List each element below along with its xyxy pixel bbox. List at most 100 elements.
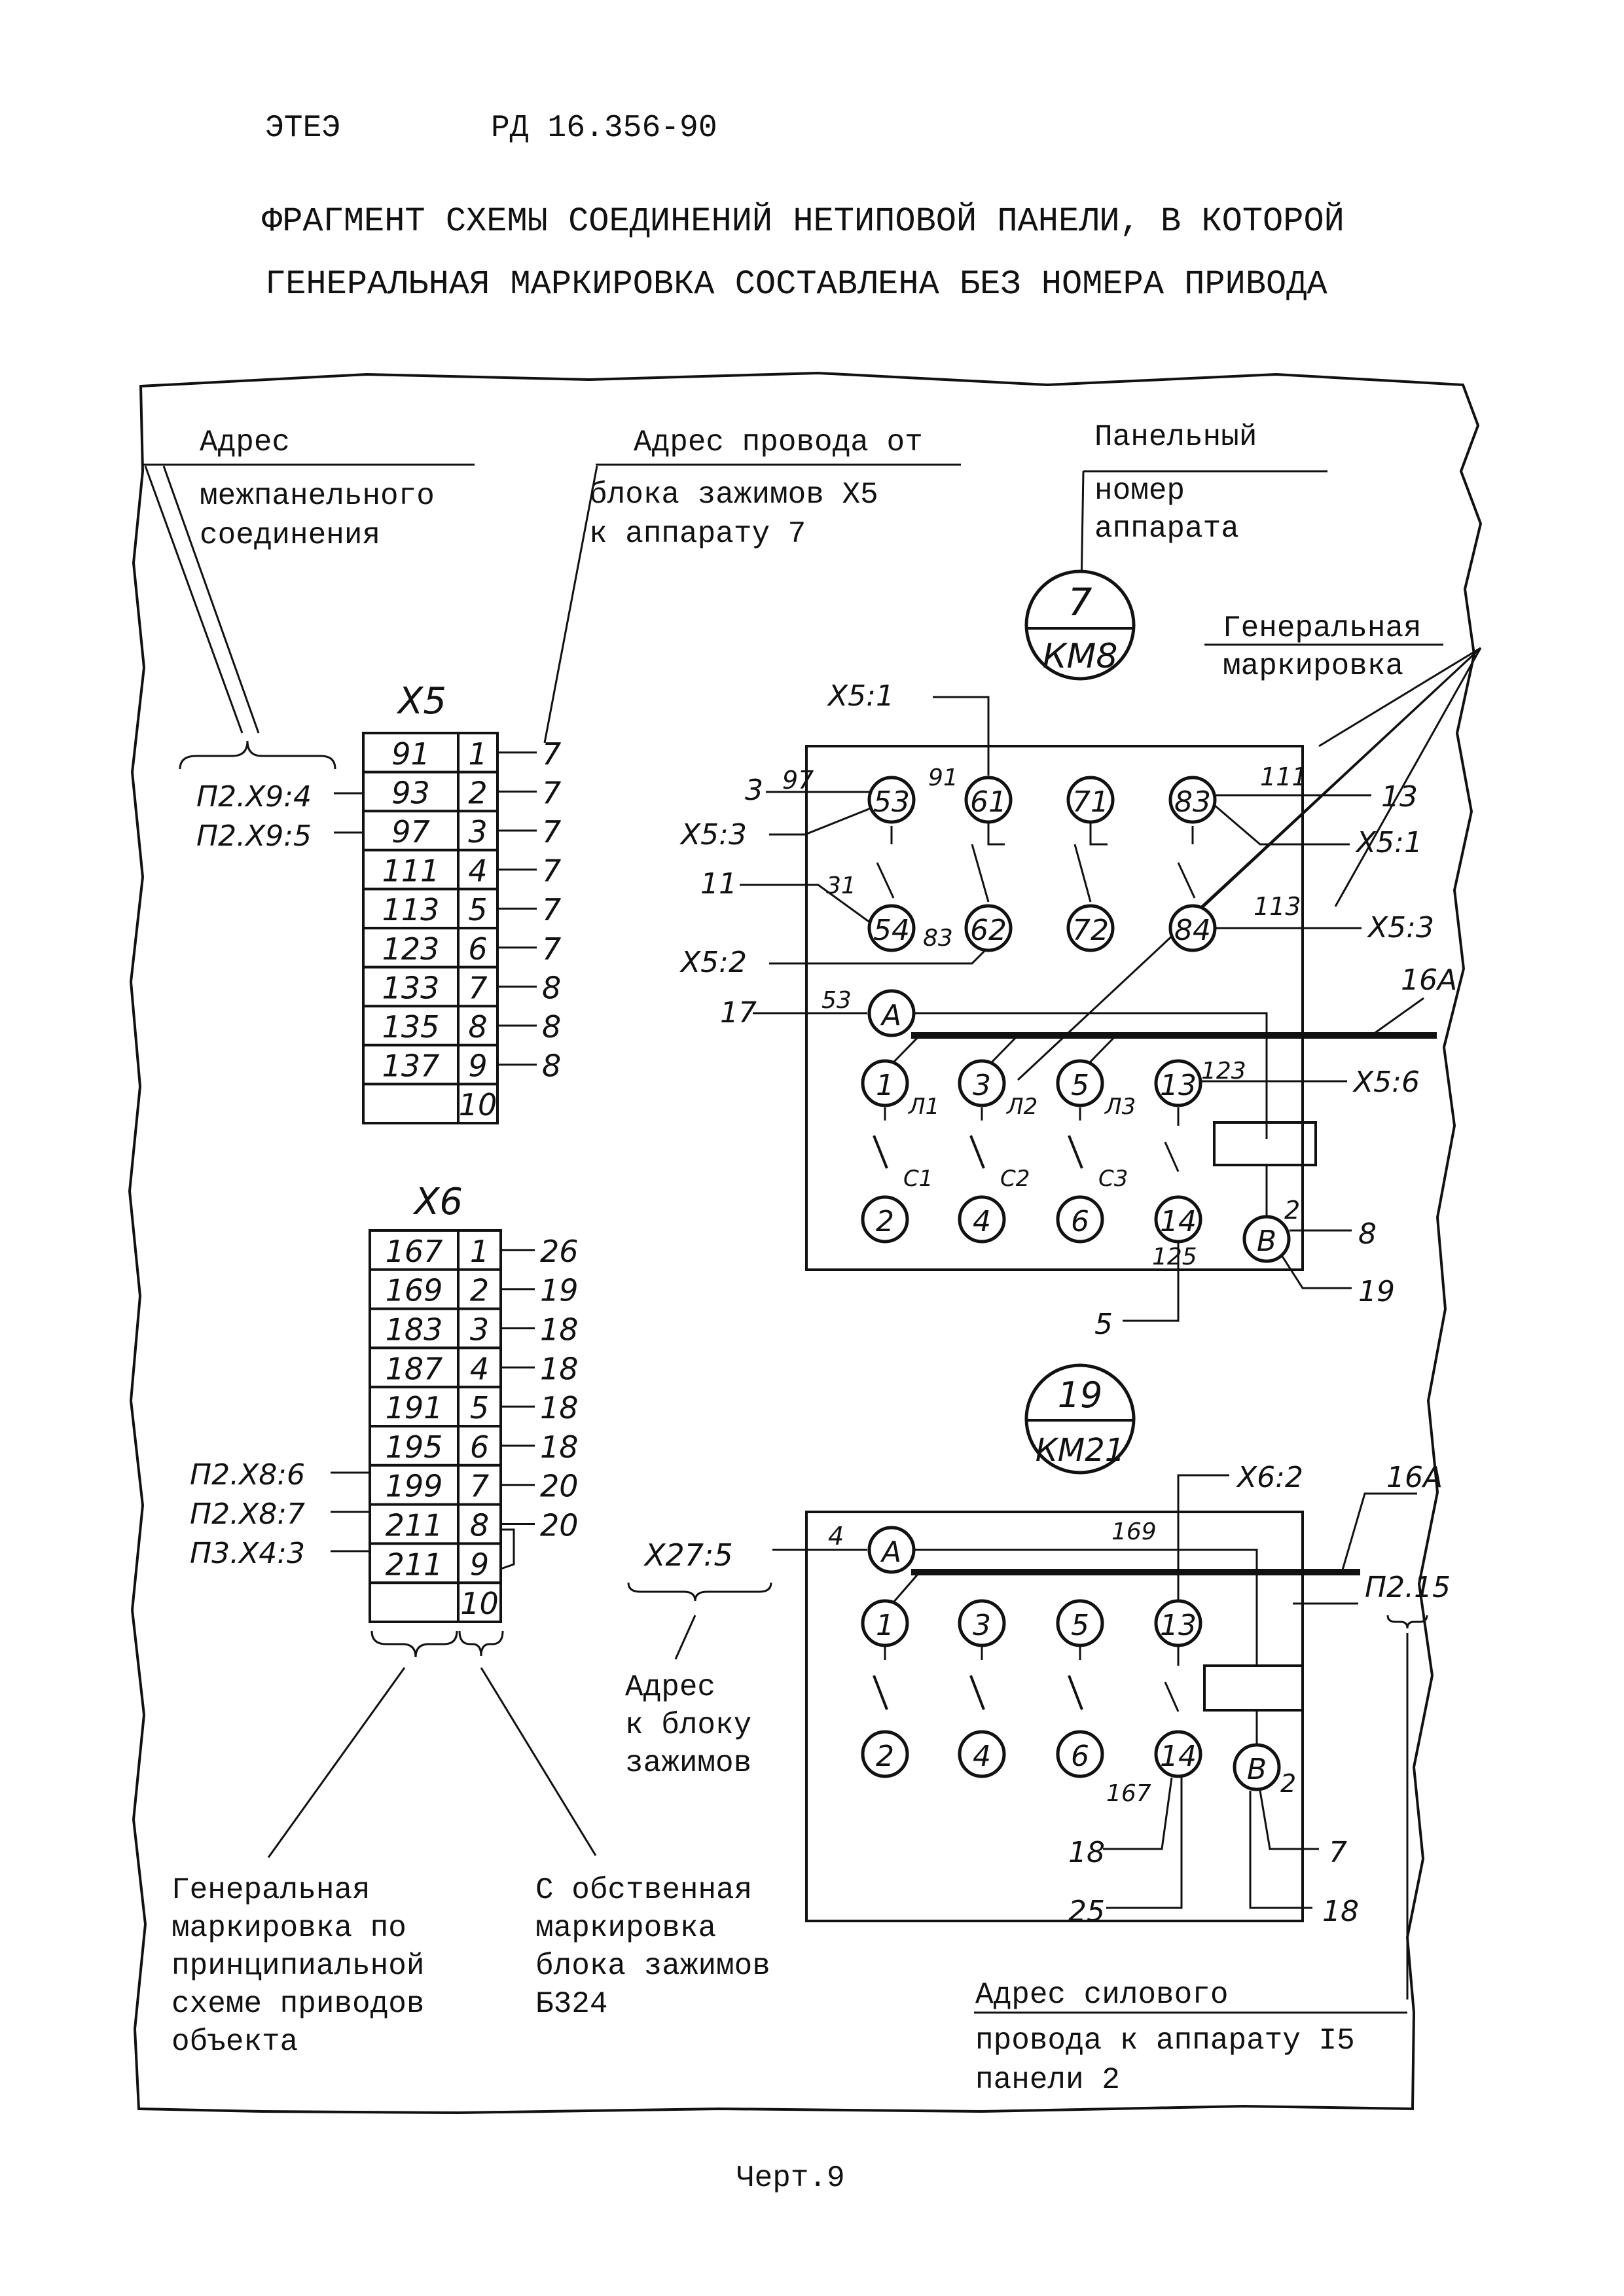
- own-mark-label-4: Б324: [535, 1987, 607, 2021]
- wire-83-to-x5-1: [1214, 804, 1350, 846]
- terminal-destination: 7: [542, 931, 561, 967]
- own-mark-label-1: С обственная: [535, 1873, 752, 1907]
- km21-power-contact-3: [1068, 1647, 1083, 1710]
- km8-power-contact-2: [969, 1107, 985, 1169]
- km21-coil-B-label: B: [1247, 1753, 1267, 1786]
- km8-phase-L1: Л1: [907, 1094, 939, 1120]
- wire-x5-2-to-62: [769, 949, 986, 965]
- km8-main-14: [1154, 1195, 1202, 1244]
- terminal-mark: 195: [386, 1429, 443, 1465]
- own-mark-label-3: блока зажимов: [535, 1949, 770, 1983]
- km8-left-x5-2: X5:2: [679, 946, 747, 979]
- terminal-mark: 113: [382, 892, 440, 927]
- terminal-number: 7: [470, 1469, 489, 1504]
- km8-phase-C3: С3: [1098, 1166, 1128, 1192]
- km8-main-1: [861, 1059, 909, 1107]
- km21-left-25: 25: [1068, 1895, 1105, 1928]
- contact-62-label: 62: [970, 914, 1007, 947]
- contact-53-label: 53: [873, 785, 910, 819]
- km8-power-contact-3: [1068, 1107, 1083, 1169]
- km21-main-2: [861, 1730, 909, 1778]
- km21-wire-B-to-18: [1249, 1791, 1312, 1909]
- title-line-2: ГЕНЕРАЛЬНАЯ МАРКИРОВКА СОСТАВЛЕНА БЕЗ НО…: [265, 265, 1327, 304]
- km8-main-5: [1056, 1059, 1104, 1107]
- km8-wire-123: 123: [1201, 1058, 1246, 1085]
- km8-right-x5-6: X5:6: [1352, 1066, 1420, 1099]
- terminal-mark: 97: [391, 814, 430, 850]
- km21-power-contact-1: [873, 1647, 888, 1710]
- interpanel-label-1: Адрес: [200, 425, 290, 459]
- km8-bus-16A: 16А: [1401, 963, 1457, 997]
- km8-coil-B: [1242, 1215, 1291, 1263]
- panel-num-label-2: номер: [1094, 474, 1185, 508]
- km21-main-1: [861, 1599, 909, 1647]
- terminal-number: 8: [470, 1508, 489, 1543]
- contact-71-72-blade: [1074, 844, 1092, 903]
- contact-83-84-blade: [1177, 862, 1196, 899]
- leader-interpanel-a: [144, 465, 244, 734]
- leader-general-2: [1334, 647, 1482, 907]
- km8-power-contact-1: [873, 1107, 888, 1169]
- km21-x27-5: X27:5: [643, 1537, 733, 1573]
- terminal-mark: 199: [386, 1469, 443, 1504]
- terminal-number: 9: [470, 1547, 489, 1582]
- terminal-destination: 18: [540, 1351, 579, 1386]
- km8-wire-111: 111: [1260, 762, 1308, 791]
- km8-tap-3: [990, 1034, 1019, 1064]
- interpanel-label-3: соединения: [200, 518, 380, 552]
- km8-main-6-label: 6: [1071, 1205, 1089, 1238]
- panel-num-label-1: Панельный: [1094, 420, 1257, 454]
- terminal-number: 8: [468, 1009, 487, 1045]
- terminal-destination: 7: [542, 736, 561, 772]
- gen-principal-label-4: схеме приводов: [171, 1987, 424, 2021]
- contact-61-62-stub: [987, 823, 1005, 846]
- terminal-mark: 123: [382, 931, 440, 967]
- own-mark-label-2: маркировка: [535, 1911, 716, 1945]
- terminal-number: 1: [470, 1234, 489, 1269]
- km21-wire-B-to-7: [1259, 1790, 1319, 1850]
- km8-main-13-label: 13: [1160, 1069, 1197, 1102]
- contact-71: [1066, 776, 1115, 824]
- contact-54-label: 54: [873, 914, 910, 947]
- km8-tap-5: [1089, 1034, 1117, 1064]
- km8-phase-L2: Л2: [1005, 1094, 1038, 1120]
- km8-main-3-label: 3: [973, 1069, 991, 1102]
- contact-62: [964, 904, 1013, 952]
- terminal-destination: 18: [540, 1390, 579, 1426]
- km21-main-1-label: 1: [876, 1609, 894, 1642]
- leader-terminal-addr: [674, 1615, 696, 1660]
- terminal-mark: 191: [386, 1390, 443, 1426]
- terminal-mark: 187: [386, 1351, 443, 1386]
- terminal-number: 5: [468, 892, 487, 927]
- terminal-mark: 111: [382, 853, 440, 889]
- km8-right-x5-3: X5:3: [1367, 911, 1434, 944]
- km8-phase-C2: С2: [1000, 1166, 1030, 1192]
- gen-principal-label-3: принципиальной: [171, 1949, 424, 1983]
- km8-main-5-label: 5: [1071, 1069, 1089, 1102]
- km21-main-13: [1154, 1599, 1202, 1647]
- km21-main-6-label: 6: [1071, 1740, 1089, 1773]
- terminal-destination: 8: [542, 970, 561, 1005]
- km8-main-6: [1056, 1195, 1104, 1244]
- km8-coil-A-label: A: [880, 999, 901, 1032]
- km21-right-7: 7: [1329, 1836, 1347, 1869]
- km21-frame: [805, 1511, 1304, 1922]
- km8-left-3: 3: [745, 774, 763, 807]
- drawing-caption: Черт.9: [736, 2161, 845, 2195]
- km8-left-11: 11: [700, 867, 737, 901]
- km21-wire-14-to-25: [1106, 1778, 1183, 1909]
- km21-left-18: 18: [1068, 1836, 1105, 1869]
- leader-interpanel-b: [162, 465, 260, 734]
- terminal-mark: 169: [386, 1273, 443, 1308]
- km21-coil: [1203, 1664, 1304, 1712]
- terminal-number: 4: [470, 1351, 489, 1386]
- km21-x27-brace: [627, 1582, 772, 1602]
- contact-84: [1168, 904, 1217, 952]
- km8-frame: [805, 745, 1304, 1271]
- wire-x5-3-to-53: [769, 807, 871, 836]
- terminal-number: 4: [468, 853, 487, 889]
- gen-principal-label-1: Генеральная: [171, 1873, 370, 1907]
